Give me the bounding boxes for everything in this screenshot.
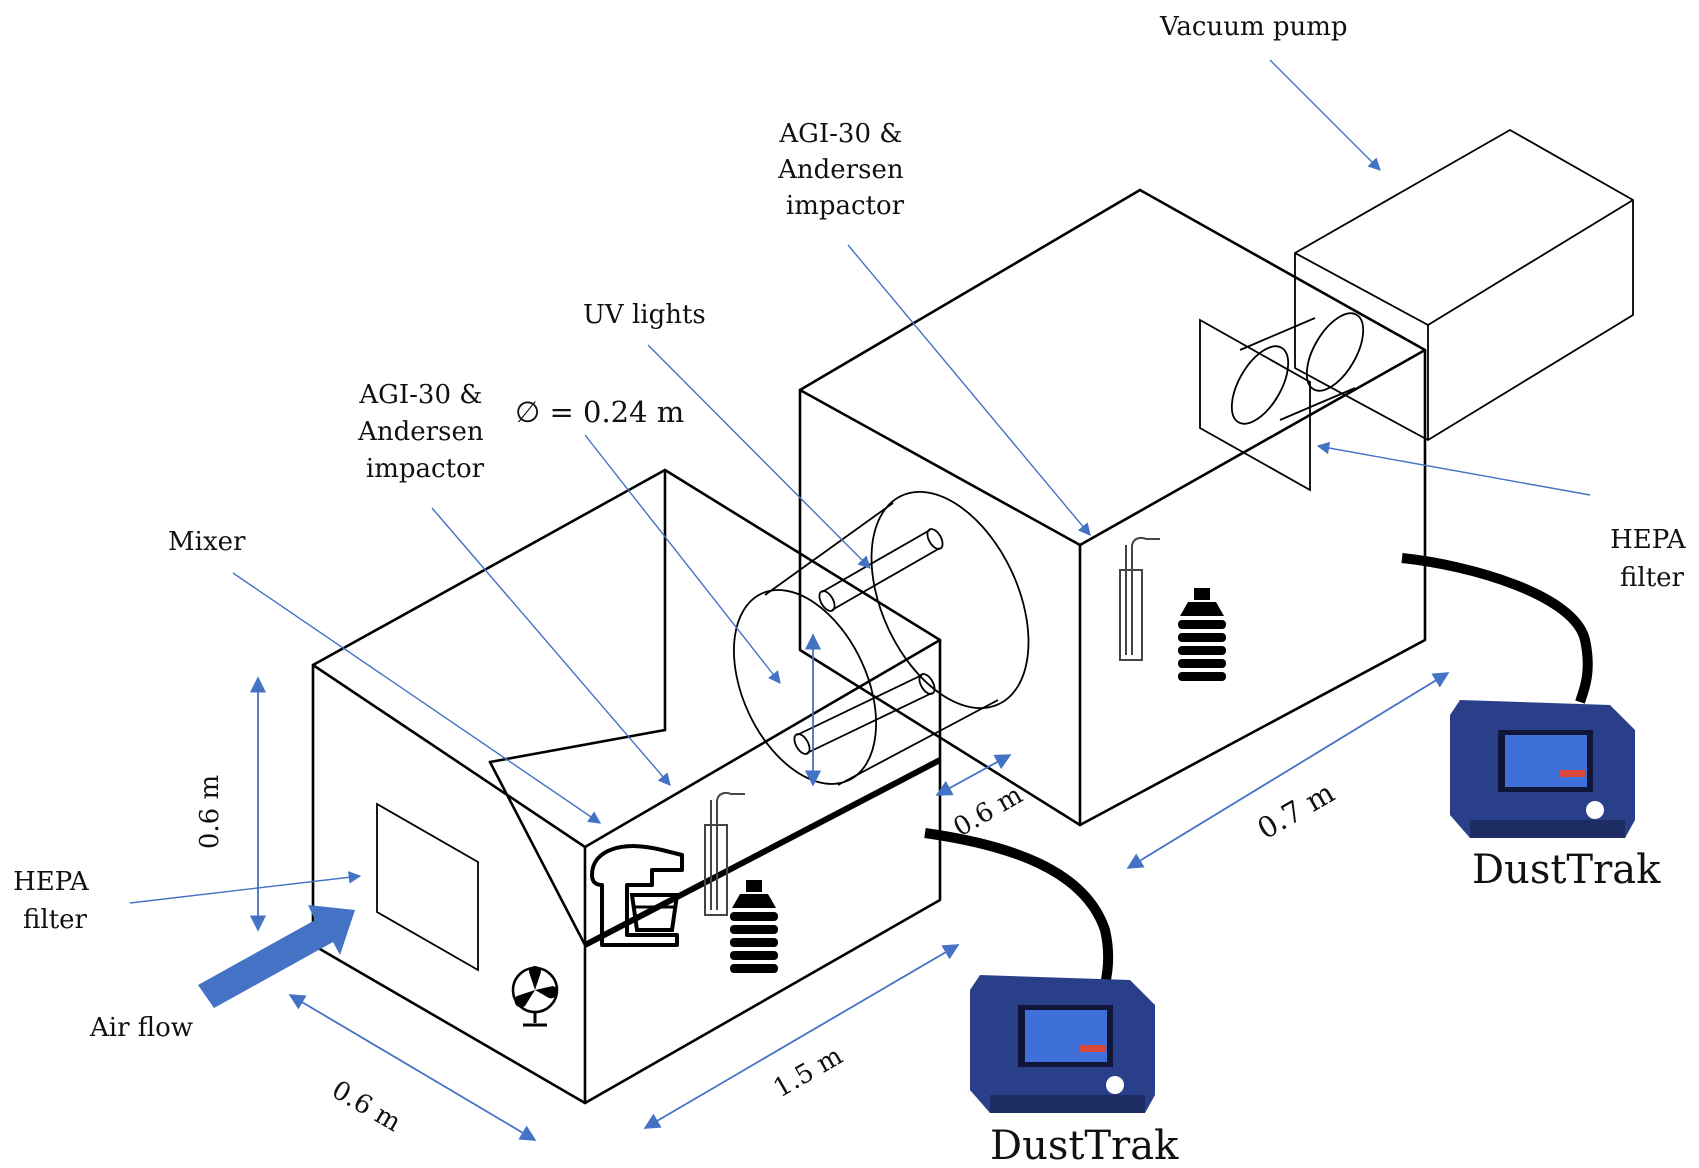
label-air-flow: Air flow	[89, 1013, 193, 1043]
mixer-icon	[590, 844, 684, 947]
label-dusttrak-bottom: DustTrak	[990, 1123, 1179, 1168]
label-agi-right: AGI-30 & Andersen impactor	[777, 119, 912, 221]
label-diameter: ∅ = 0.24 m	[515, 395, 684, 429]
hepa-filter-left-panel	[376, 802, 479, 972]
impactor-icon	[1178, 588, 1226, 681]
dim-width-left: 0.6 m	[327, 1075, 406, 1138]
pump-tube	[1230, 312, 1365, 425]
label-agi-left: AGI-30 & Andersen impactor	[357, 380, 492, 484]
impinger-icon	[1119, 536, 1160, 661]
label-hepa-left: HEPA filter	[13, 867, 97, 935]
label-vacuum-pump: Vacuum pump	[1159, 12, 1348, 42]
uv-lamp-upper	[818, 528, 944, 612]
fan-icon	[511, 966, 559, 1027]
left-chamber	[311, 468, 942, 1105]
label-hepa-right: HEPA filter	[1610, 525, 1694, 593]
impactor-icon	[730, 880, 778, 973]
label-uv-lights: UV lights	[583, 300, 706, 330]
vacuum-pump-box	[1294, 128, 1634, 442]
dim-gap: 0.6 m	[949, 780, 1028, 843]
hose-left	[924, 828, 1114, 1002]
right-chamber	[798, 188, 1427, 827]
dusttrak-icon	[970, 975, 1155, 1113]
label-dusttrak-right: DustTrak	[1472, 847, 1661, 893]
label-mixer: Mixer	[168, 527, 246, 557]
dim-length-left: 1.5 m	[769, 1041, 848, 1104]
dim-length-right: 0.7 m	[1252, 775, 1341, 846]
dusttrak-icon	[1450, 700, 1635, 838]
dim-height-left: 0.6 m	[195, 775, 225, 849]
impinger-icon	[704, 791, 745, 916]
hose-right	[1401, 553, 1593, 704]
dimension-arrows	[249, 633, 1450, 1141]
air-flow-arrow	[198, 905, 355, 1008]
pointer-lines	[129, 59, 1591, 904]
hepa-filter-right-panel	[1199, 318, 1311, 492]
